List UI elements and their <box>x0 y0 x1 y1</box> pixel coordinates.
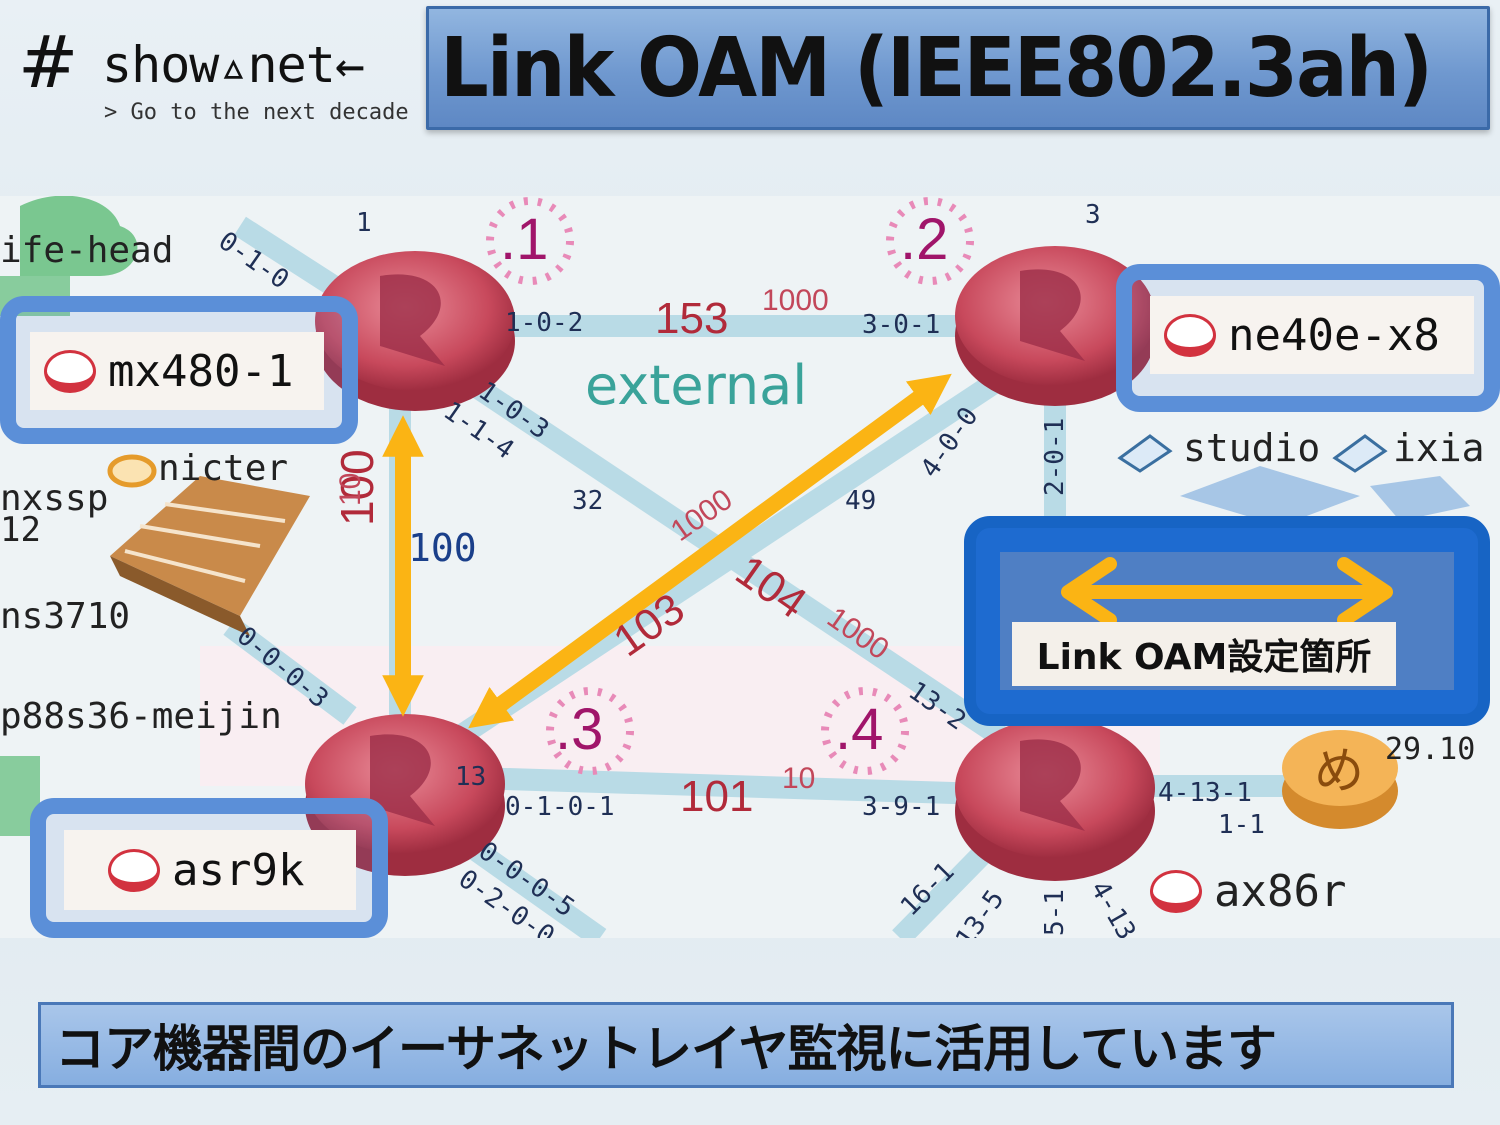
top-link-capacity: 1000 <box>762 284 829 317</box>
legend-panel: Link OAM設定箇所 <box>1000 552 1454 690</box>
router-disk-icon <box>44 349 96 393</box>
ax86r-peer-icon: め <box>1282 730 1398 829</box>
caption-text: コア機器間のイーサネットレイヤ監視に活用しています <box>55 1020 1277 1078</box>
ixia-label: ixia <box>1393 426 1485 470</box>
legend-label: Link OAM設定箇所 <box>1012 622 1396 686</box>
cloud-icon <box>20 196 138 276</box>
left-link-extra: 100 <box>408 526 477 570</box>
ne40e-name: ne40e-x8 <box>1228 309 1440 361</box>
ax86r-device-label: ax86r <box>1150 866 1346 917</box>
port-label: 13 <box>455 762 487 792</box>
nicter-label: nicter <box>158 448 289 489</box>
router-number-1: .1 <box>500 207 549 272</box>
router-1 <box>315 251 515 411</box>
asr9k-name: asr9k <box>172 844 305 896</box>
router-number-3: .3 <box>555 697 604 762</box>
router-disk-icon <box>1164 313 1216 357</box>
oam-legend: Link OAM設定箇所 <box>964 516 1490 726</box>
port-label: 1-0-2 <box>505 308 584 338</box>
port-label: 0-1-0-1 <box>505 792 615 822</box>
port-label: 1-1 <box>1218 810 1265 840</box>
router-2 <box>955 246 1155 406</box>
title-banner: Link OAM (IEEE802.3ah) <box>426 6 1490 130</box>
router-4 <box>955 718 1155 881</box>
port-label: 49 <box>845 486 877 516</box>
router-number-4: .4 <box>835 697 884 762</box>
port-label: 5-1 <box>1040 889 1070 936</box>
port-label: 1 <box>356 208 372 238</box>
legend-arrow-icon <box>1061 557 1393 627</box>
svg-text:め: め <box>1314 743 1364 799</box>
external-label: external <box>585 354 808 417</box>
show-net-logo: # show▵net← > Go to the next decade <box>18 22 428 132</box>
firewall-icon <box>107 454 310 636</box>
logo-name: show▵net← <box>102 36 365 94</box>
p88s36-label: p88s36-meijin <box>0 696 282 737</box>
left-link-capacity: 10 <box>334 472 367 506</box>
link-3-4 <box>409 765 1051 807</box>
ixia-icon <box>1332 434 1388 473</box>
life-head-label: ife-head <box>0 230 174 271</box>
ixia-block <box>1370 476 1470 521</box>
router-disk-icon <box>108 848 160 892</box>
oam-arrow-ne40e-asr9k <box>468 373 952 729</box>
studio-icon <box>1117 434 1173 473</box>
ns3710-label: ns3710 <box>0 596 131 637</box>
nxssp-number: 12 <box>0 510 41 550</box>
link-ns3710 <box>223 617 357 725</box>
mx480-name: mx480-1 <box>108 345 294 397</box>
logo-hash-mark: # <box>18 20 79 104</box>
top-link-speed: 153 <box>655 294 729 343</box>
nxssp-label: nxssp <box>0 478 109 519</box>
oam-arrows <box>382 373 952 729</box>
mx480-device-label: mx480-1 <box>30 332 324 410</box>
link-bottom-1 <box>463 837 607 938</box>
port-label: 32 <box>572 486 604 516</box>
network-diagram: め <box>0 196 1500 938</box>
port-label: 2-0-1 <box>1040 417 1070 496</box>
port-label: 3 <box>1085 200 1101 230</box>
page-title: Link OAM (IEEE802.3ah) <box>440 20 1433 116</box>
port-label: 3-0-1 <box>862 310 941 340</box>
studio-ixia-devices <box>1117 434 1470 526</box>
port-label: 3-9-1 <box>862 792 941 822</box>
version-label: 29.10 <box>1385 732 1476 767</box>
router-number-rings <box>486 197 974 775</box>
bottom-link-capacity: 10 <box>782 762 816 795</box>
ne40e-device-label: ne40e-x8 <box>1150 296 1474 374</box>
ax86r-name: ax86r <box>1214 866 1347 917</box>
studio-label: studio <box>1183 426 1321 470</box>
studio-block <box>1180 466 1360 526</box>
logo-tagline: > Go to the next decade <box>104 100 409 125</box>
caption-banner: コア機器間のイーサネットレイヤ監視に活用しています <box>38 1002 1454 1088</box>
router-number-2: .2 <box>900 207 949 272</box>
router-disk-icon <box>1150 870 1202 913</box>
bottom-link-speed: 101 <box>680 772 754 821</box>
port-label: 4-13-1 <box>1158 778 1252 808</box>
asr9k-device-label: asr9k <box>64 830 356 910</box>
